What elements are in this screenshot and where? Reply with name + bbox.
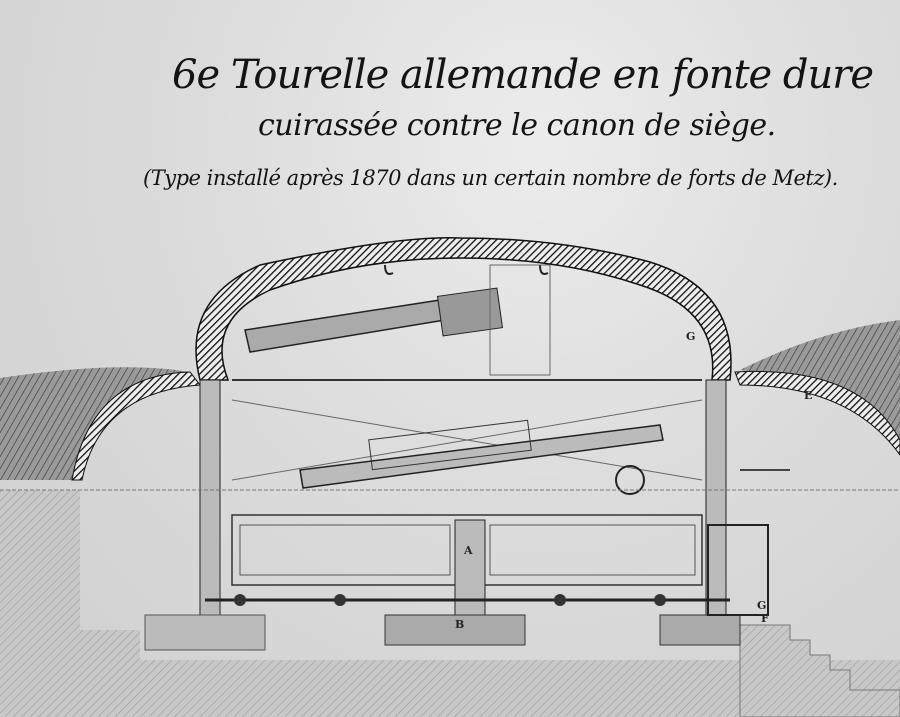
label-e: E [804, 389, 812, 402]
base-box-right [489, 524, 696, 576]
left-glacis-armour [71, 371, 201, 481]
title-line-2: cuirassée contre le canon de siège. [258, 108, 776, 143]
stairs [739, 624, 900, 717]
label-f: F [761, 612, 769, 625]
upper-gun [244, 299, 446, 353]
label-b: B [455, 618, 464, 631]
label-g-top: G [686, 330, 695, 343]
traversing-gear [707, 524, 769, 616]
left-wall [199, 379, 221, 621]
subtitle: (Type installé après 1870 dans un certai… [143, 166, 838, 190]
base-box-left [239, 524, 451, 576]
ground-mass [0, 490, 900, 717]
cast-iron-dome [195, 236, 732, 381]
label-a: A [463, 544, 473, 557]
right-glacis-armour [734, 370, 900, 456]
central-pivot [454, 519, 486, 621]
title-line-1: 6e Tourelle allemande en fonte dure [172, 52, 874, 98]
label-g-bottom: G [757, 599, 766, 612]
